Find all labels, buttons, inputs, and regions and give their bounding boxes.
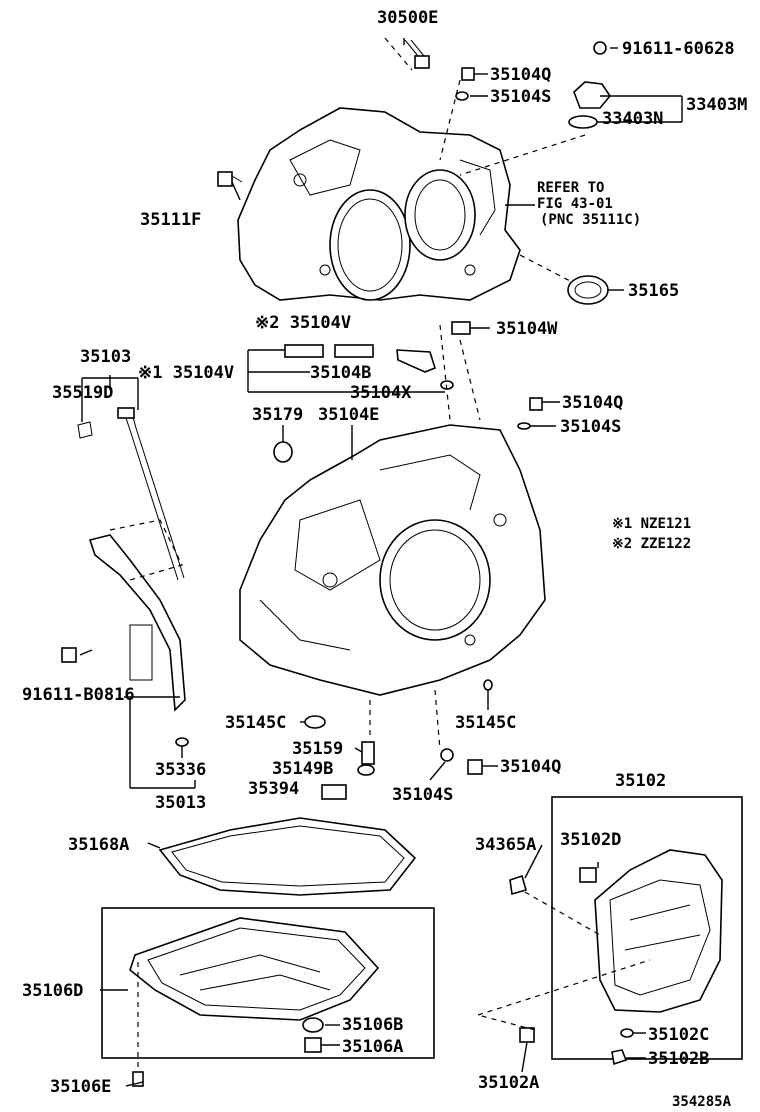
oil-pan-box	[101, 907, 435, 1059]
converter-housing	[237, 107, 521, 301]
label-35102a: 35102A	[478, 1073, 539, 1093]
label-35103: 35103	[80, 347, 131, 367]
diagram-id: 354285A	[672, 1094, 732, 1110]
label-35106d: 35106D	[22, 981, 83, 1001]
label-33403n: 33403N	[602, 109, 663, 129]
label-35165: 35165	[628, 281, 679, 301]
label-35102: 35102	[615, 771, 666, 791]
note-nze121: ※1 NZE121	[612, 516, 691, 532]
small-parts	[61, 39, 611, 800]
oil-pan	[129, 917, 380, 1021]
bolt-35111f	[217, 171, 243, 187]
label-35179: 35179	[252, 405, 303, 425]
label-35013: 35013	[155, 793, 206, 813]
bolt-91611-b0816	[61, 647, 77, 663]
label-35102b: 35102B	[648, 1049, 709, 1069]
label-35159: 35159	[292, 739, 343, 759]
circle-mark-icon	[593, 41, 607, 55]
bolt-35104q-bottom	[467, 759, 483, 775]
label-35168a: 35168A	[68, 835, 129, 855]
pipe-35159	[361, 741, 375, 765]
label-35145c-right: 35145C	[455, 713, 516, 733]
label-35104v-2: ※2 35104V	[255, 313, 351, 333]
dipstick-assembly	[77, 407, 186, 712]
label-35145c-left: 35145C	[225, 713, 286, 733]
pipe-35104b	[396, 349, 436, 373]
valve-body	[594, 849, 723, 1013]
label-35519d: 35519D	[52, 383, 113, 403]
label-35104q-mid: 35104Q	[562, 393, 623, 413]
label-91611-b0816: 91611-B0816	[22, 685, 135, 705]
label-30500e: 30500E	[377, 8, 438, 28]
refer-line-1: REFER TO	[537, 180, 604, 196]
label-35104s-mid: 35104S	[560, 417, 621, 437]
plug-35179	[273, 441, 293, 463]
label-35106a: 35106A	[342, 1037, 403, 1057]
label-35104w: 35104W	[496, 319, 558, 339]
bolt-35104q-mid	[529, 397, 543, 411]
label-35104s-top: 35104S	[490, 87, 551, 107]
leader-lines	[79, 37, 683, 1087]
label-35102d: 35102D	[560, 830, 621, 850]
label-35394: 35394	[248, 779, 299, 799]
bolt-30500e	[404, 39, 430, 69]
label-35102c: 35102C	[648, 1025, 709, 1045]
label-33403m: 33403M	[686, 95, 747, 115]
oring-35104s-top	[455, 91, 469, 101]
bolt-35104q-top	[461, 67, 475, 81]
label-34365a: 34365A	[475, 835, 536, 855]
label-35104e: 35104E	[318, 405, 379, 425]
note-zze122: ※2 ZZE122	[612, 536, 691, 552]
label-91611-60628: 91611-60628	[622, 39, 735, 59]
refer-line-3: (PNC 35111C)	[540, 212, 641, 228]
label-35104x: 35104X	[350, 383, 412, 403]
plug-35104w	[451, 321, 471, 335]
label-35104b: 35104B	[310, 363, 371, 383]
label-35104s-bottom: 35104S	[392, 785, 453, 805]
valve-body-box	[551, 796, 743, 1060]
label-35104q-top: 35104Q	[490, 65, 551, 85]
label-35106b: 35106B	[342, 1015, 403, 1035]
pin-35104v-2	[284, 344, 324, 358]
refer-line-2: FIG 43-01	[537, 196, 613, 212]
transaxle-case	[239, 424, 546, 696]
oil-seal-35165	[567, 275, 609, 305]
pin-35104v-1	[334, 344, 374, 358]
part-labels: 30500E 91611-60628 35104Q 35104S 33403M …	[22, 8, 747, 1110]
label-35104q-bottom: 35104Q	[500, 757, 561, 777]
strainer-35394	[321, 784, 347, 800]
label-35106e: 35106E	[50, 1077, 111, 1097]
label-35336: 35336	[155, 760, 206, 780]
label-35149b: 35149B	[272, 759, 333, 779]
label-35104v-1: ※1 35104V	[138, 363, 234, 383]
pan-gasket	[158, 817, 417, 896]
label-35111f: 35111F	[140, 210, 201, 230]
